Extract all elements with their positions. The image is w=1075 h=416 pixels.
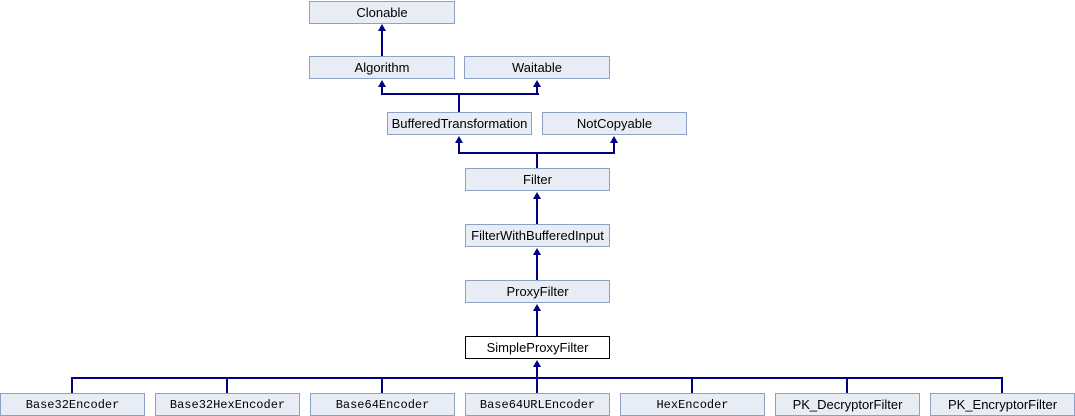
class-node-pk-encryptor-filter[interactable]: PK_EncryptorFilter	[930, 393, 1075, 416]
class-node-buffered-transformation[interactable]: BufferedTransformation	[387, 112, 532, 135]
edge-proxyfilter-fwbi	[536, 253, 538, 280]
edge-stub-waitable	[536, 85, 538, 94]
class-node-not-copyable[interactable]: NotCopyable	[542, 112, 687, 135]
class-node-hex-encoder: HexEncoder	[620, 393, 765, 416]
class-node-clonable[interactable]: Clonable	[309, 1, 455, 24]
arrowhead-into-not-copyable	[610, 136, 618, 143]
class-node-pk-decryptor-filter[interactable]: PK_DecryptorFilter	[775, 393, 920, 416]
class-node-algorithm[interactable]: Algorithm	[309, 56, 455, 79]
arrowhead-into-filter-with-buffered-input	[533, 248, 541, 255]
edge-filter-crossbar	[458, 152, 615, 154]
edge-stub-base64-encoder	[381, 377, 383, 393]
arrowhead-into-buffered-transformation	[455, 136, 463, 143]
edge-bufferedtransformation-riser	[458, 93, 460, 112]
class-node-base64-encoder: Base64Encoder	[310, 393, 455, 416]
edge-stub-buffered-transformation	[458, 141, 460, 153]
class-node-filter-with-buffered-input[interactable]: FilterWithBufferedInput	[465, 224, 610, 247]
edge-stub-hex-encoder	[691, 377, 693, 393]
edge-stub-algorithm	[381, 85, 383, 94]
edge-spf-proxyfilter	[536, 309, 538, 336]
edge-algorithm-clonable	[381, 29, 383, 56]
arrowhead-into-filter	[533, 192, 541, 199]
edge-stub-base64-url-encoder	[536, 377, 538, 393]
class-node-base32-hex-encoder: Base32HexEncoder	[155, 393, 300, 416]
edge-stub-base32-hex-encoder	[226, 377, 228, 393]
class-node-waitable[interactable]: Waitable	[464, 56, 610, 79]
edge-derived-riser	[536, 365, 538, 378]
arrowhead-into-proxy-filter	[533, 304, 541, 311]
edge-stub-pk-decryptor-filter	[846, 377, 848, 393]
edge-stub-pk-encryptor-filter	[1001, 377, 1003, 393]
edge-filter-riser	[536, 152, 538, 168]
arrowhead-into-clonable	[378, 24, 386, 31]
edge-bufferedtransformation-crossbar	[381, 93, 539, 95]
class-node-base64-url-encoder: Base64URLEncoder	[465, 393, 610, 416]
class-node-base32-encoder: Base32Encoder	[0, 393, 145, 416]
edge-stub-not-copyable	[613, 141, 615, 153]
edge-fwbi-filter	[536, 197, 538, 224]
arrowhead-into-simple-proxy-filter	[533, 360, 541, 367]
class-node-proxy-filter[interactable]: ProxyFilter	[465, 280, 610, 303]
arrowhead-into-algorithm	[378, 80, 386, 87]
edge-stub-base32-encoder	[71, 377, 73, 393]
class-node-filter[interactable]: Filter	[465, 168, 610, 191]
class-node-simple-proxy-filter: SimpleProxyFilter	[465, 336, 610, 359]
arrowhead-into-waitable	[533, 80, 541, 87]
